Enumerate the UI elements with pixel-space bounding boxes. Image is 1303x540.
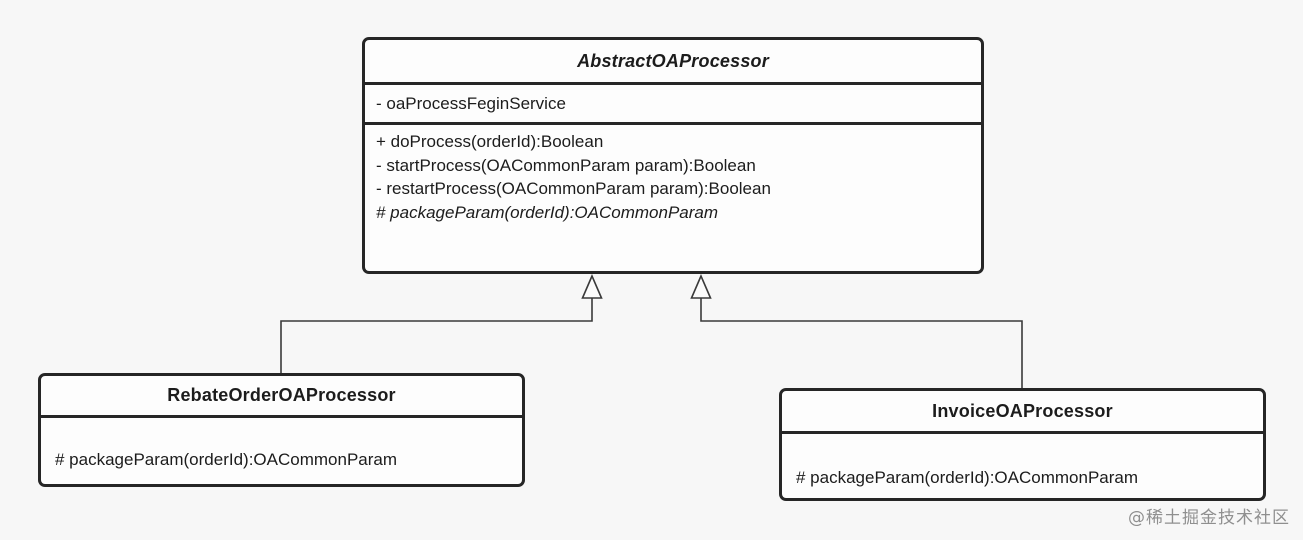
method-row: # packageParam(orderId):OACommonParam bbox=[796, 468, 1139, 487]
abstract-method-row: # packageParam(orderId):OACommonParam bbox=[376, 202, 719, 222]
method-row: # packageParam(orderId):OACommonParam bbox=[55, 450, 398, 469]
hollow-triangle-arrowhead-icon bbox=[690, 273, 712, 299]
class-title: RebateOrderOAProcessor bbox=[41, 376, 522, 418]
methods-section: # packageParam(orderId):OACommonParam bbox=[41, 418, 522, 484]
class-title: InvoiceOAProcessor bbox=[782, 391, 1263, 434]
watermark: @稀土掘金技术社区 bbox=[1128, 508, 1290, 528]
method-row: + doProcess(orderId):Boolean bbox=[376, 132, 604, 151]
class-node-rebate-order-oa-processor: RebateOrderOAProcessor # packageParam(or… bbox=[38, 373, 525, 487]
methods-section: + doProcess(orderId):Boolean - startProc… bbox=[365, 125, 981, 271]
hollow-triangle-arrowhead-icon bbox=[581, 273, 603, 299]
fields-section: - oaProcessFeginService bbox=[365, 85, 981, 125]
class-node-abstract-oa-processor: AbstractOAProcessor - oaProcessFeginServ… bbox=[362, 37, 984, 274]
class-title: AbstractOAProcessor bbox=[365, 40, 981, 85]
methods-section: # packageParam(orderId):OACommonParam bbox=[782, 434, 1263, 498]
generalization-edge-invoice-to-abstract bbox=[690, 273, 1023, 389]
field-row: - oaProcessFeginService bbox=[376, 93, 566, 113]
method-row: - restartProcess(OACommonParam param):Bo… bbox=[376, 179, 771, 198]
method-row: - startProcess(OACommonParam param):Bool… bbox=[376, 155, 756, 175]
generalization-edge-rebate-to-abstract bbox=[280, 273, 603, 374]
class-node-invoice-oa-processor: InvoiceOAProcessor # packageParam(orderI… bbox=[779, 388, 1266, 501]
